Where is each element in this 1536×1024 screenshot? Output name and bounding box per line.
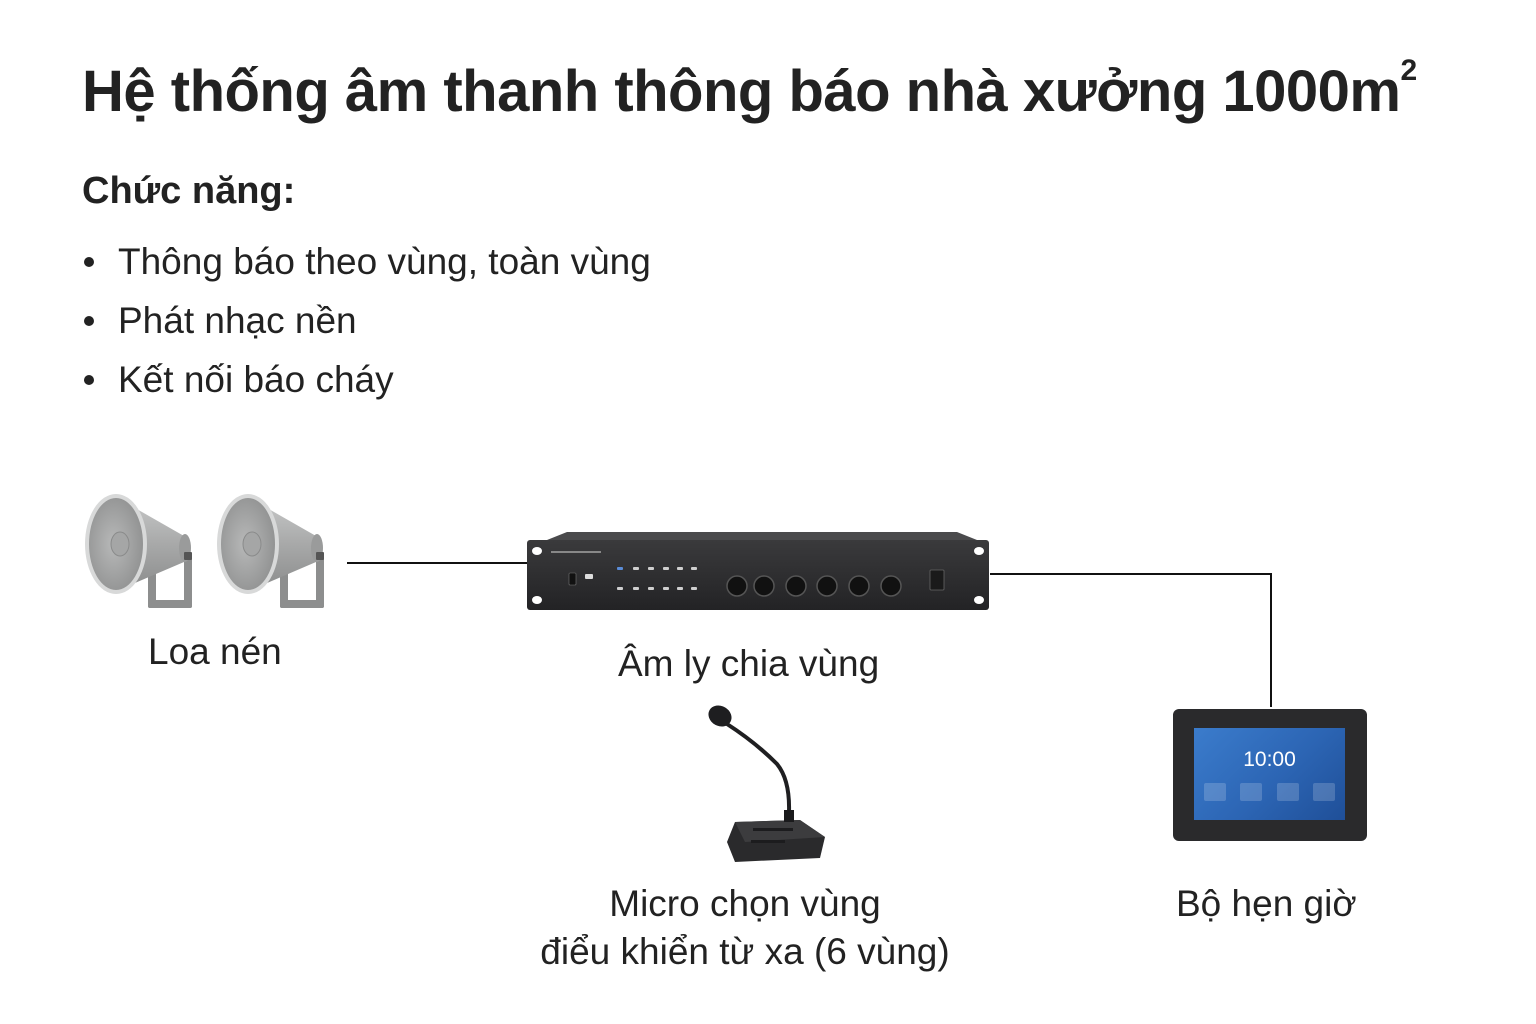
feature-text: Phát nhạc nền [118, 299, 357, 341]
microphone [705, 702, 835, 867]
connector-amplifier-timer-vertical [1270, 573, 1272, 707]
speakers-group [80, 488, 340, 613]
timer-screen: 10:00 [1194, 728, 1345, 820]
microphone-label: Micro chọn vùng điểu khiển từ xa (6 vùng… [520, 880, 970, 976]
title-superscript: 2 [1400, 54, 1417, 87]
bullet-icon [84, 374, 94, 385]
feature-item: Phát nhạc nền [82, 291, 651, 350]
speakers-label: Loa nén [148, 631, 282, 672]
timer-panel: 10:00 [1173, 709, 1367, 841]
features-heading: Chức năng: [82, 170, 296, 212]
feature-item: Thông báo theo vùng, toàn vùng [82, 232, 651, 291]
app-tile-icon[interactable] [1312, 783, 1335, 801]
features-list: Thông báo theo vùng, toàn vùng Phát nhạc… [82, 232, 651, 409]
horn-speaker-icon [217, 494, 324, 608]
rack-amplifier-icon [527, 532, 989, 610]
paging-microphone-icon [708, 705, 825, 862]
page-title: Hệ thống âm thanh thông báo nhà xưởng 10… [82, 54, 1417, 125]
feature-text: Thông báo theo vùng, toàn vùng [118, 240, 651, 282]
app-tile-icon[interactable] [1204, 783, 1226, 801]
feature-item: Kết nối báo cháy [82, 350, 651, 409]
timer-app-icons [1204, 783, 1335, 801]
app-tile-icon[interactable] [1240, 783, 1263, 801]
timer-label: Bộ hẹn giờ [1176, 883, 1357, 924]
microphone-label-line1: Micro chọn vùng [609, 883, 881, 924]
title-text: Hệ thống âm thanh thông báo nhà xưởng 10… [82, 59, 1401, 124]
amplifier [527, 530, 989, 612]
timer-clock: 10:00 [1243, 748, 1296, 771]
amplifier-label: Âm ly chia vùng [618, 643, 880, 684]
app-tile-icon[interactable] [1276, 783, 1299, 801]
bullet-icon [84, 315, 94, 326]
feature-text: Kết nối báo cháy [118, 358, 394, 400]
connector-speakers-amplifier [347, 562, 527, 564]
microphone-label-line2: điểu khiển từ xa (6 vùng) [540, 931, 950, 972]
bullet-icon [84, 256, 94, 267]
horn-speaker-icon [85, 494, 192, 608]
connector-amplifier-timer-horizontal [990, 573, 1272, 575]
